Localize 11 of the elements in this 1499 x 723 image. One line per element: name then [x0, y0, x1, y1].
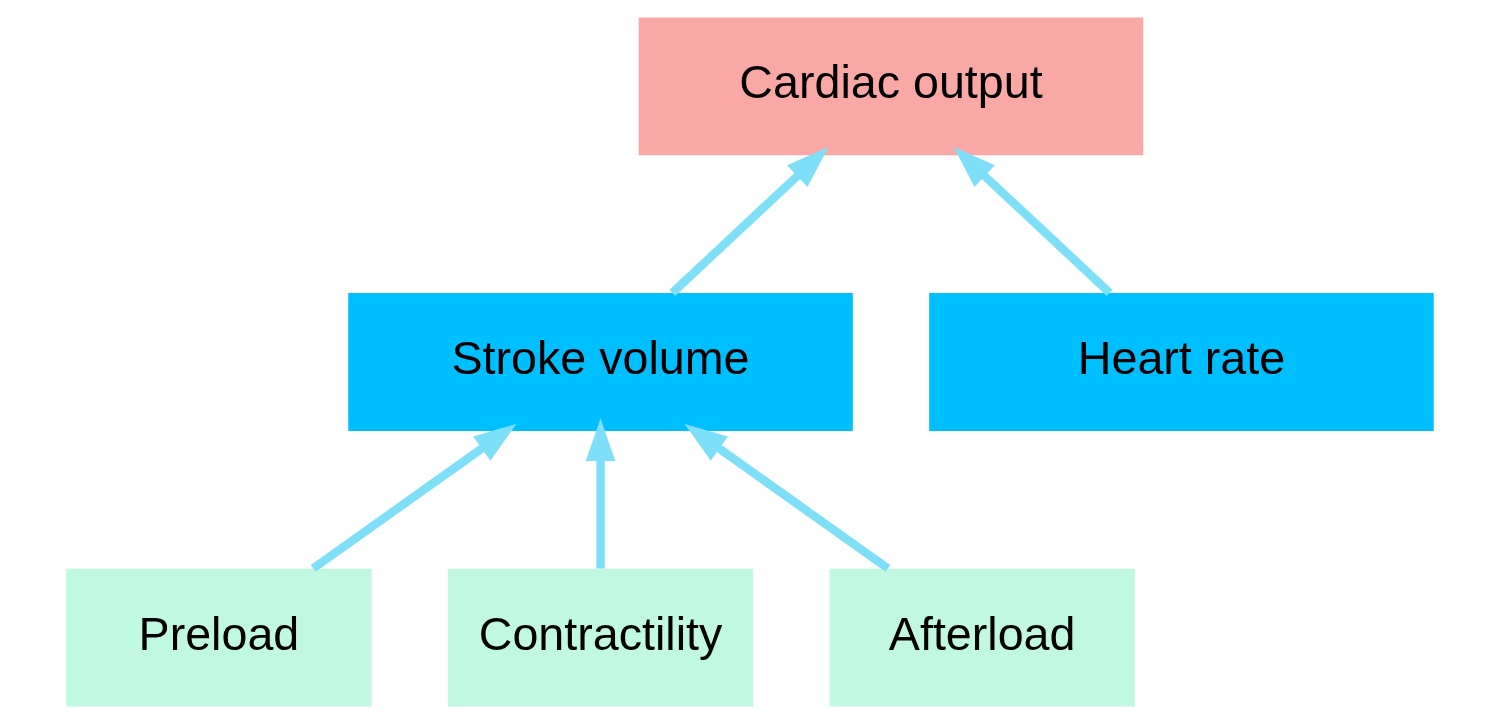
node-box: Preload [65, 568, 372, 706]
node-box: Cardiac output [638, 17, 1143, 155]
arrow [585, 418, 615, 568]
arrow [668, 146, 828, 296]
arrow [310, 423, 516, 572]
node-box: Stroke volume [347, 292, 853, 431]
node-box: Contractility [447, 568, 753, 706]
node-box: Heart rate [928, 292, 1434, 431]
arrow [684, 423, 890, 572]
arrow [953, 146, 1113, 296]
node-box: Afterload [829, 568, 1135, 706]
